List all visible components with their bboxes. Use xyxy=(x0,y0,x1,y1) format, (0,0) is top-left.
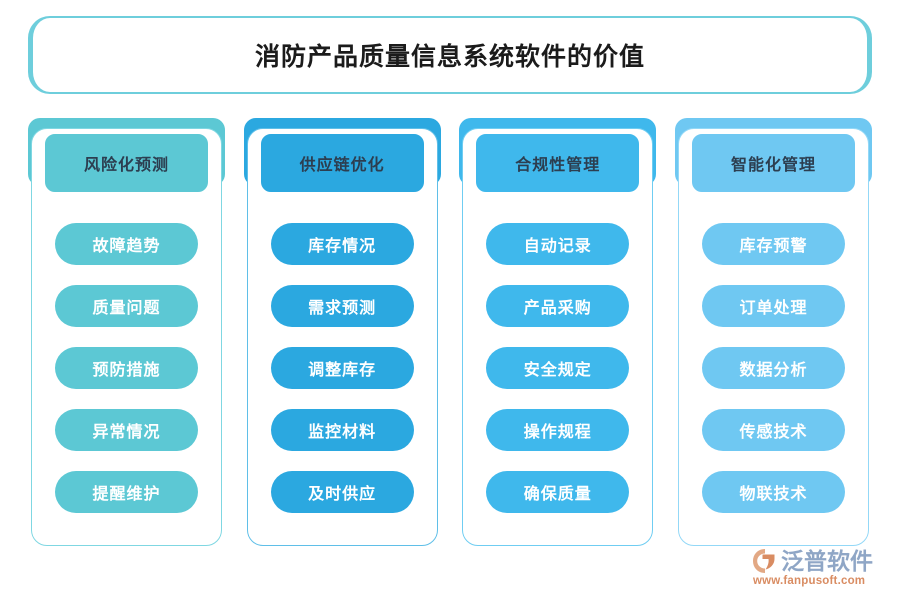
column-item-list: 故障趋势 质量问题 预防措施 异常情况 提醒维护 xyxy=(28,223,225,513)
list-item[interactable]: 操作规程 xyxy=(486,409,630,451)
list-item[interactable]: 安全规定 xyxy=(486,347,630,389)
list-item-label: 提醒维护 xyxy=(92,486,161,503)
list-item[interactable]: 质量问题 xyxy=(55,285,198,327)
list-item-label: 及时供应 xyxy=(308,486,377,503)
column-header[interactable]: 风险化预测 xyxy=(43,132,210,194)
column-item-list: 库存预警 订单处理 数据分析 传感技术 物联技术 xyxy=(675,223,872,513)
list-item-label: 需求预测 xyxy=(308,300,377,317)
list-item[interactable]: 自动记录 xyxy=(486,223,630,265)
column-header-label: 智能化管理 xyxy=(730,157,816,174)
list-item[interactable]: 调整库存 xyxy=(270,347,414,389)
list-item-label: 物联技术 xyxy=(739,486,808,503)
column-header-label: 风险化预测 xyxy=(83,157,169,174)
column-header-label: 供应链优化 xyxy=(299,157,385,174)
column-compliance: 合规性管理 自动记录 产品采购 安全规定 操作规程 确保质量 xyxy=(459,118,657,546)
page-title: 消防产品质量信息系统软件的价值 xyxy=(254,43,645,71)
list-item-label: 数据分析 xyxy=(739,362,808,379)
list-item[interactable]: 需求预测 xyxy=(270,285,414,327)
logo-wordmark: 泛普软件 xyxy=(781,548,873,574)
list-item[interactable]: 及时供应 xyxy=(270,471,414,513)
list-item-label: 调整库存 xyxy=(308,362,377,379)
column-header[interactable]: 合规性管理 xyxy=(474,132,642,194)
list-item[interactable]: 库存情况 xyxy=(270,223,414,265)
list-item-label: 确保质量 xyxy=(523,486,592,503)
column-item-list: 自动记录 产品采购 安全规定 操作规程 确保质量 xyxy=(459,223,656,513)
list-item-label: 安全规定 xyxy=(523,362,592,379)
column-header[interactable]: 智能化管理 xyxy=(689,132,857,194)
list-item[interactable]: 确保质量 xyxy=(486,471,630,513)
column-header-label: 合规性管理 xyxy=(515,157,601,174)
logo-url: www.fanpusoft.com xyxy=(753,575,866,587)
list-item-label: 订单处理 xyxy=(739,300,808,317)
list-item-label: 库存情况 xyxy=(308,238,377,255)
column-intelligent-management: 智能化管理 库存预警 订单处理 数据分析 传感技术 物联技术 xyxy=(674,118,872,546)
list-item[interactable]: 传感技术 xyxy=(701,409,845,451)
list-item-label: 预防措施 xyxy=(92,362,161,379)
list-item[interactable]: 库存预警 xyxy=(701,223,845,265)
list-item[interactable]: 预防措施 xyxy=(55,347,198,389)
list-item-label: 操作规程 xyxy=(523,424,592,441)
column-header[interactable]: 供应链优化 xyxy=(258,132,426,194)
list-item[interactable]: 物联技术 xyxy=(701,471,845,513)
list-item[interactable]: 异常情况 xyxy=(55,409,198,451)
list-item-label: 故障趋势 xyxy=(92,238,161,255)
logo-row: 泛普软件 xyxy=(752,548,892,574)
list-item-label: 质量问题 xyxy=(92,300,161,317)
list-item[interactable]: 产品采购 xyxy=(486,285,630,327)
column-group: 风险化预测 故障趋势 质量问题 预防措施 异常情况 提醒维护 供应链优化 库存情… xyxy=(28,118,872,546)
list-item[interactable]: 监控材料 xyxy=(270,409,414,451)
list-item[interactable]: 订单处理 xyxy=(701,285,845,327)
list-item-label: 异常情况 xyxy=(92,424,161,441)
list-item-label: 库存预警 xyxy=(739,238,808,255)
brand-logo: 泛普软件 www.fanpusoft.com xyxy=(752,548,892,592)
column-item-list: 库存情况 需求预测 调整库存 监控材料 及时供应 xyxy=(244,223,441,513)
list-item-label: 自动记录 xyxy=(523,238,592,255)
list-item-label: 传感技术 xyxy=(739,424,808,441)
column-supply-chain: 供应链优化 库存情况 需求预测 调整库存 监控材料 及时供应 xyxy=(243,118,441,546)
fanpu-logo-icon xyxy=(753,549,775,573)
list-item[interactable]: 数据分析 xyxy=(701,347,845,389)
title-banner: 消防产品质量信息系统软件的价值 xyxy=(28,16,872,94)
list-item-label: 监控材料 xyxy=(308,424,377,441)
list-item[interactable]: 提醒维护 xyxy=(55,471,198,513)
list-item-label: 产品采购 xyxy=(523,300,592,317)
column-risk-prediction: 风险化预测 故障趋势 质量问题 预防措施 异常情况 提醒维护 xyxy=(28,118,225,546)
list-item[interactable]: 故障趋势 xyxy=(55,223,198,265)
